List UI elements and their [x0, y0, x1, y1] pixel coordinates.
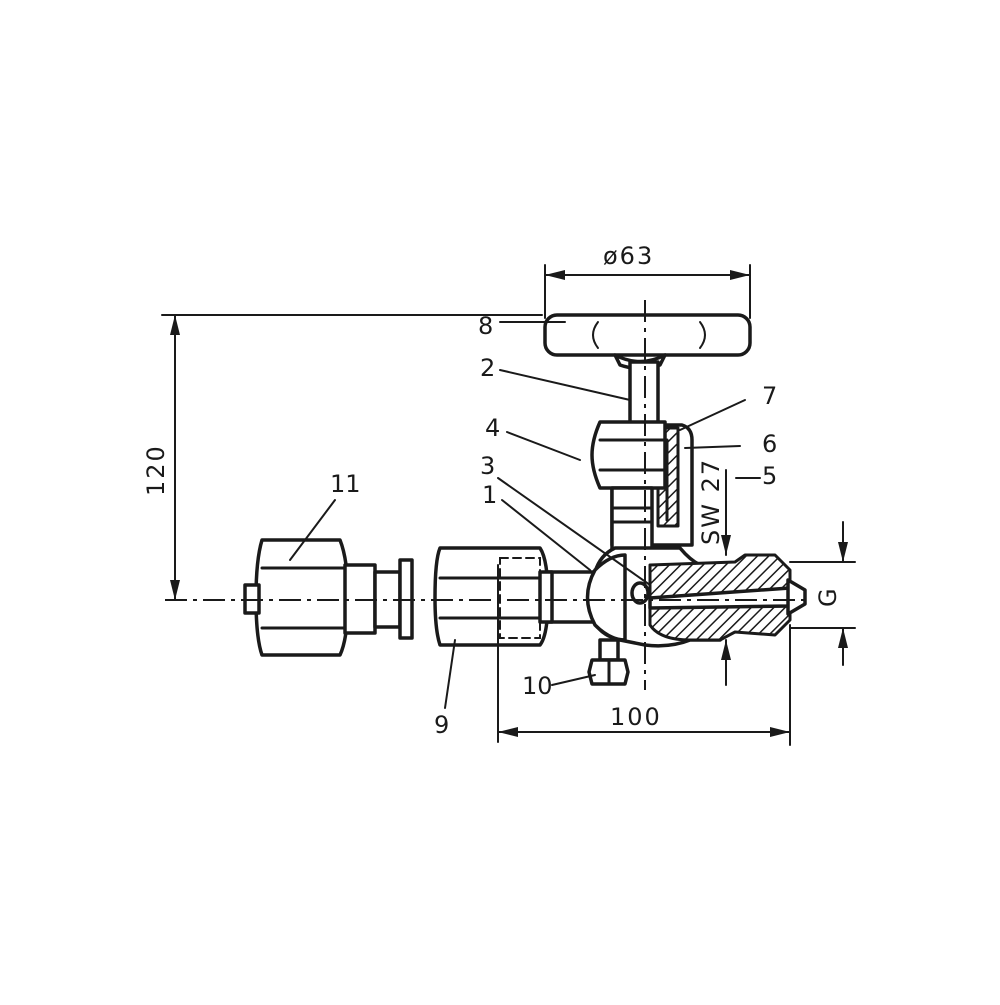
outlet-nipple: [648, 553, 807, 642]
height-dimension: 120: [142, 314, 543, 601]
part-label-8: 8: [478, 312, 493, 340]
dimension-length-text: 100: [610, 703, 662, 731]
wrench-size-dimension: SW 27: [697, 458, 731, 686]
part-label-11: 11: [330, 470, 361, 498]
dimension-height-text: 120: [142, 444, 170, 496]
part-label-5: 5: [762, 462, 777, 490]
center-lines: [165, 300, 810, 690]
packing-nut: [590, 420, 667, 562]
part-label-7: 7: [762, 382, 777, 410]
diameter-dimension: ø63: [544, 242, 751, 319]
dimension-wrench-text: SW 27: [697, 458, 725, 545]
dimension-diameter-text: ø63: [603, 242, 654, 270]
thread-dimension: G: [789, 521, 856, 666]
dimension-thread-text: G: [814, 586, 842, 607]
part-label-6: 6: [762, 430, 777, 458]
vent-screw: [587, 638, 630, 686]
part-label-9: 9: [434, 711, 449, 739]
part-label-10: 10: [522, 672, 553, 700]
part-label-4: 4: [485, 414, 500, 442]
part-label-3: 3: [480, 452, 495, 480]
length-dimension: 100: [497, 564, 791, 746]
union-nut: [433, 546, 554, 647]
part-label-2: 2: [480, 354, 495, 382]
leader-lines: [289, 321, 761, 709]
pipe-fitting: [243, 538, 414, 657]
part-labels: 8 2 7 6 5 4 3 1 11 9 10: [330, 312, 777, 739]
part-label-1: 1: [482, 481, 497, 509]
